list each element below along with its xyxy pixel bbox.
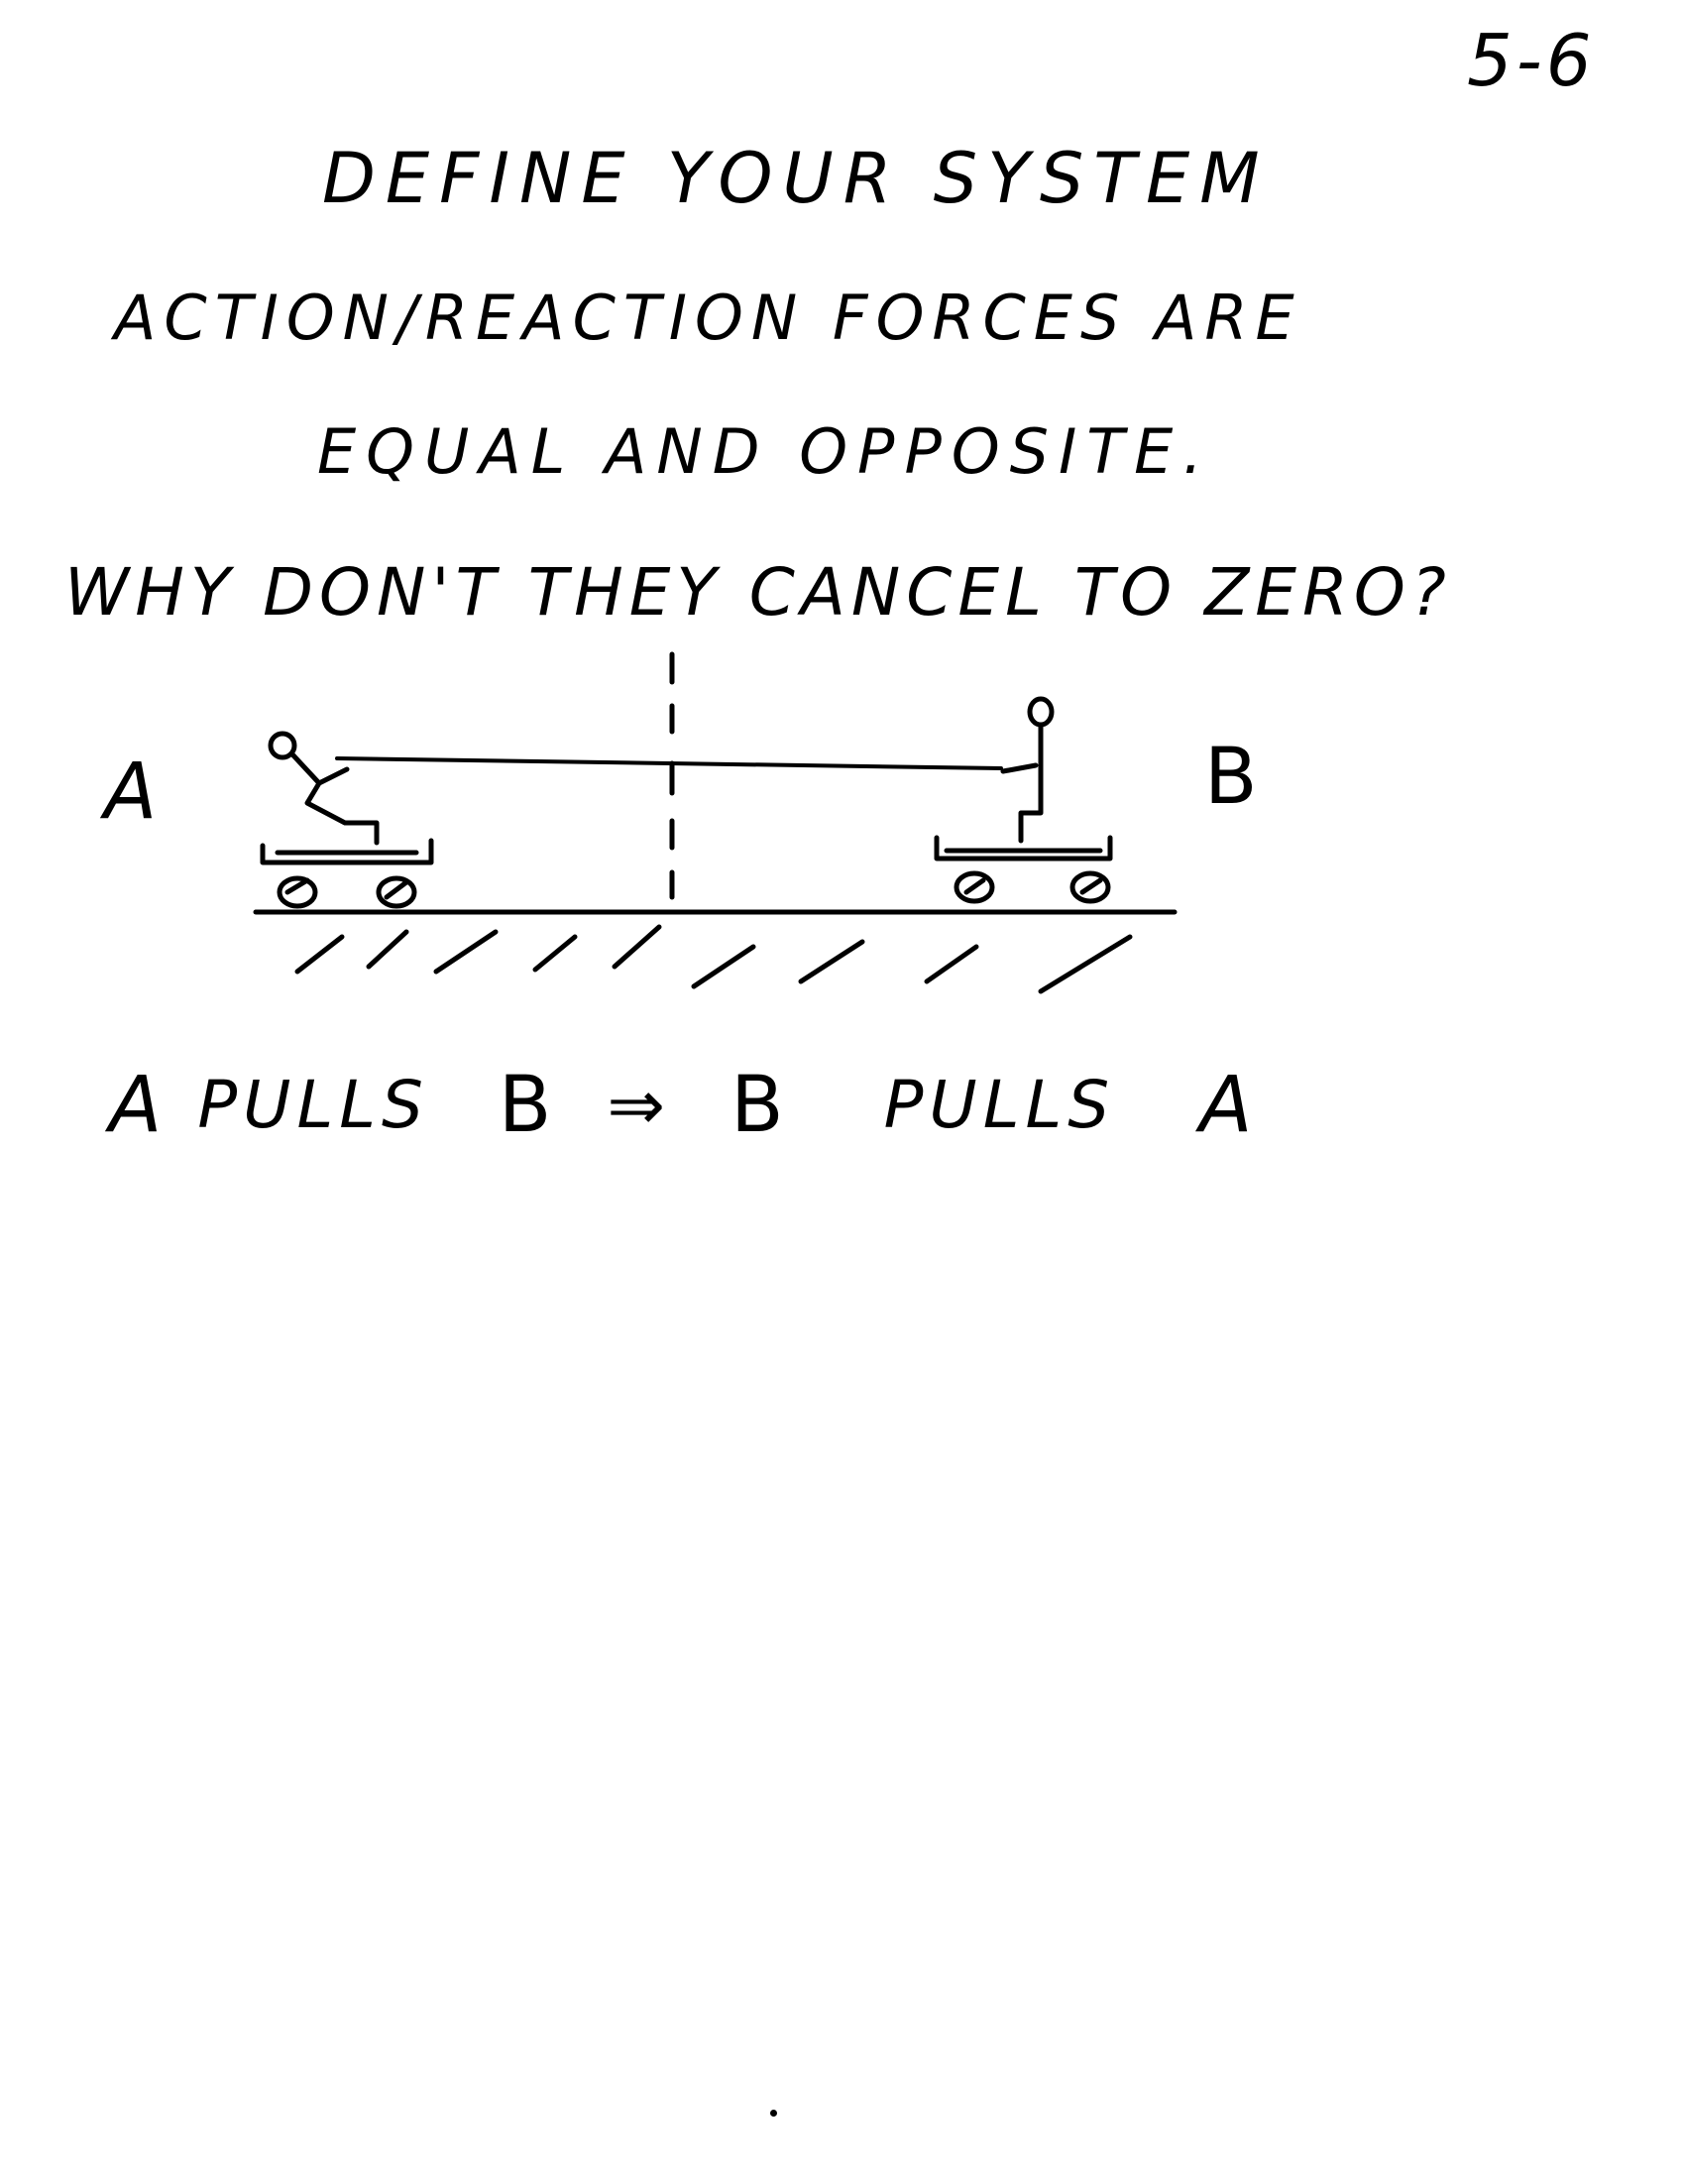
statement-subject-2: B [730, 1061, 790, 1150]
statement-verb-1: pulls [197, 1067, 429, 1143]
cart-b-label: B [1204, 733, 1264, 822]
heading-line-1: Define Your System [322, 138, 1270, 219]
statement-object-2: A [1199, 1061, 1259, 1150]
statement-verb-2: pulls [883, 1067, 1116, 1143]
implies-arrow-icon: ⇒ [607, 1065, 672, 1146]
rope-line [335, 756, 1003, 770]
person-a-figure [268, 731, 380, 846]
cart-a [260, 838, 434, 909]
ground-hatching [294, 924, 1133, 994]
page-number: 5-6 [1467, 19, 1596, 102]
statement-object: B [498, 1061, 558, 1150]
statement-subject: A [109, 1061, 168, 1150]
heading-line-3: Equal and Opposite. [317, 415, 1213, 488]
person-b-figure [1000, 696, 1055, 844]
stray-dot [770, 2110, 777, 2117]
statement-line: A pulls B ⇒ B pulls A [109, 1061, 1259, 1150]
cart-a-label: A [104, 747, 164, 837]
heading-line-4: Why Don't They Cancel to Zero? [64, 554, 1452, 631]
cart-b [934, 835, 1113, 904]
heading-line-2: Action/Reaction forces are [114, 282, 1302, 354]
